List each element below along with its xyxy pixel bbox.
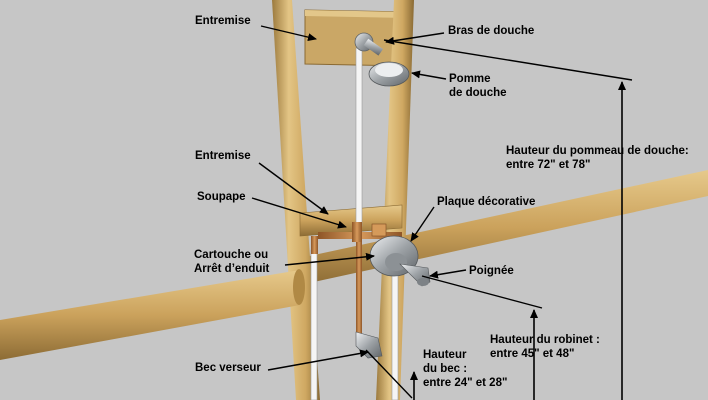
- leader-bec-verseur: [267, 349, 369, 371]
- leader-pomme-de-douche: [411, 70, 447, 80]
- label-plaque-decorative: Plaque décorative: [437, 196, 536, 208]
- leader-soupape: [251, 197, 347, 229]
- label-entremise-middle: Entremise: [195, 150, 251, 162]
- leader-entremise-middle: [258, 162, 329, 215]
- leader-plaque-decorative: [410, 206, 435, 242]
- leader-bras-de-douche: [385, 32, 445, 45]
- label-hauteur-bec: Hauteur du bec : entre 24" et 28": [423, 349, 508, 389]
- label-hauteur-robinet: Hauteur du robinet : entre 45" et 48": [490, 334, 600, 360]
- label-entremise-top: Entremise: [195, 15, 251, 27]
- line-hauteur-robinet-top: [421, 275, 543, 309]
- leader-cartouche: [284, 252, 375, 266]
- supply-pipe-white: [355, 47, 363, 227]
- vertical-stud-right: [376, 0, 414, 400]
- label-pomme-de-douche: Pomme de douche: [449, 73, 507, 99]
- vertical-stud-left: [272, 0, 320, 400]
- valve-trim-and-handle: [369, 235, 431, 287]
- leader-poignee: [429, 269, 467, 279]
- label-bras-de-douche: Bras de douche: [448, 25, 535, 37]
- leader-entremise-top: [260, 25, 317, 42]
- dimension-arrows: [410, 81, 626, 400]
- label-poignee: Poignée: [469, 265, 514, 277]
- label-cartouche: Cartouche ou Arrêt d’enduit: [194, 249, 270, 275]
- shower-arm-and-head: [354, 32, 410, 87]
- line-hauteur-bec-top: [365, 349, 413, 399]
- label-hauteur-pommeau: Hauteur du pommeau de douche: entre 72" …: [506, 145, 689, 171]
- line-hauteur-pommeau-top: [383, 39, 633, 81]
- horizontal-beam-left: [0, 269, 305, 360]
- label-bec-verseur: Bec verseur: [195, 362, 261, 374]
- label-soupape: Soupape: [197, 191, 246, 203]
- callout-lines: [251, 25, 633, 399]
- copper-pipework: [311, 222, 402, 340]
